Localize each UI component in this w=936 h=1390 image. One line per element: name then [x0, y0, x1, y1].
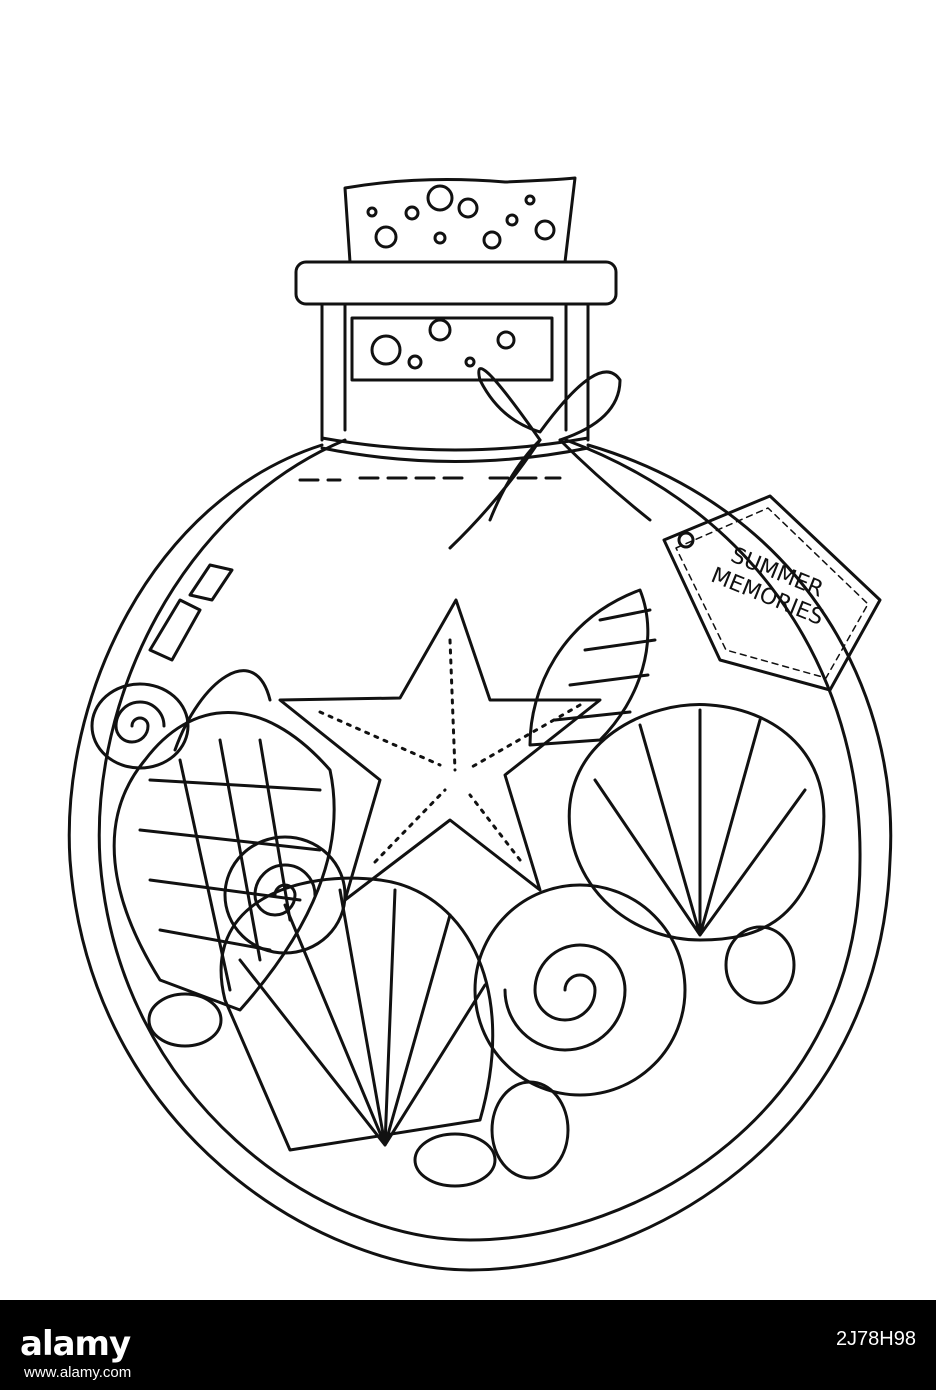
cork [343, 176, 577, 264]
bottle-body [67, 443, 893, 1272]
pebble-right [724, 925, 796, 1005]
scallop-shell-right [567, 703, 826, 942]
bottle-neck [320, 302, 590, 442]
auger-shell [528, 588, 657, 747]
footer-logo: alamy [20, 1324, 131, 1364]
spiral-shell-small [90, 682, 190, 770]
pebble-bottom [490, 1080, 570, 1180]
ammonite-shell [473, 883, 687, 1097]
rope-band [320, 436, 590, 463]
bottle-body-inner [97, 438, 862, 1242]
watermark-footer: alamy 2J78H98 www.alamy.com [0, 1300, 936, 1390]
pebble-left [147, 992, 223, 1048]
footer-url: www.alamy.com [24, 1364, 132, 1381]
summer-memories-tag [662, 494, 882, 692]
bottle-lip [294, 260, 618, 306]
cork-inside [350, 316, 554, 382]
scallop-shell-bottom [219, 876, 495, 1152]
starfish [278, 598, 602, 902]
coloring-illustration: SUMMER MEMORIES [67, 176, 893, 1272]
glass-reflection [148, 563, 234, 662]
bow [448, 367, 652, 550]
image-id: 2J78H98 [835, 1328, 916, 1350]
pebble-mid [413, 1132, 497, 1188]
